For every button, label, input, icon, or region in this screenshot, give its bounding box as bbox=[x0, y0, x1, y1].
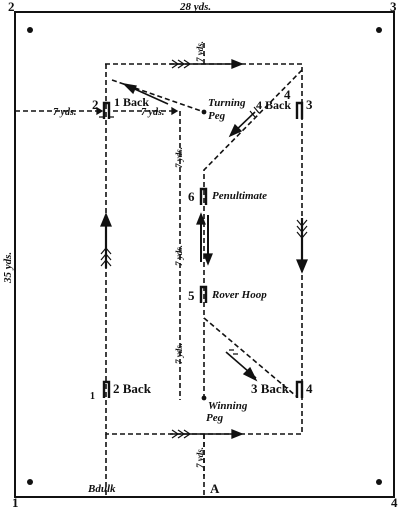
measure-top-vertical-label: 7 yds. bbox=[195, 41, 205, 62]
start-label: A bbox=[210, 481, 220, 496]
hoop-rover bbox=[199, 285, 208, 303]
baulk-label: Bdulk bbox=[87, 483, 116, 495]
hoop-4-back-label: 4 Back bbox=[256, 98, 291, 112]
measure-middle-center-label: 7 yds. bbox=[174, 245, 184, 266]
measure-hoop-peg-label: 7 yds. bbox=[141, 107, 164, 118]
hoop-2-side-number: 1 bbox=[90, 391, 95, 402]
hoop-1-back bbox=[99, 101, 114, 119]
winning-peg-label: Winning bbox=[208, 400, 248, 412]
arrow-left-upward bbox=[100, 212, 112, 268]
corner-label-top-left: 2 bbox=[8, 0, 15, 14]
corner-peg-bottom-left bbox=[27, 479, 33, 485]
turning-peg-marker bbox=[201, 109, 207, 115]
hoop-2-back bbox=[102, 380, 111, 398]
arrow-right-downward bbox=[296, 218, 308, 274]
corner-label-bottom-right: 4 bbox=[391, 495, 398, 510]
corner-label-bottom-left: 1 bbox=[12, 495, 19, 510]
measure-arrowhead-right bbox=[171, 106, 179, 116]
winning-peg-marker bbox=[201, 395, 207, 401]
corner-peg-top-left bbox=[27, 27, 33, 33]
winning-peg-label-2: Peg bbox=[206, 412, 224, 424]
hoop-3-back-number: 4 bbox=[306, 381, 313, 396]
measure-upper-center-label: 7 yds. bbox=[174, 147, 184, 168]
court-width-label: 28 yds. bbox=[179, 1, 211, 13]
arrow-turning-diagonal bbox=[122, 83, 169, 105]
measure-bottom-vertical-label: 7 yds. bbox=[195, 447, 205, 468]
corner-peg-top-right bbox=[376, 27, 382, 33]
arrow-bottom-right bbox=[170, 429, 244, 439]
hoop-rover-number: 5 bbox=[188, 288, 195, 303]
hoop-3-back-label: 3 Back bbox=[251, 381, 290, 396]
hoop-penultimate bbox=[199, 187, 208, 205]
hoop-1-back-label: 1 Back bbox=[114, 95, 149, 109]
hoop-4-back-number: 3 bbox=[306, 97, 313, 112]
hoop-penultimate-number: 6 bbox=[188, 189, 195, 204]
court-length-label: 35 yds. bbox=[2, 252, 14, 284]
measure-left-label: 7 yds. bbox=[53, 107, 76, 118]
hoop-4-back-right bbox=[295, 101, 304, 119]
arrow-center-double bbox=[196, 212, 213, 266]
court-boundary bbox=[14, 11, 395, 498]
arrow-upper-diagonal bbox=[228, 106, 260, 138]
measure-lower-center-label: 7 yds. bbox=[174, 343, 184, 364]
arrow-lower-diagonal bbox=[225, 349, 258, 382]
path-center-upper-diagonal bbox=[203, 69, 303, 397]
corner-label-top-right: 3 bbox=[390, 0, 397, 14]
arrow-top-right bbox=[170, 59, 244, 69]
hoop-rover-label: Rover Hoop bbox=[211, 289, 267, 301]
hoop-2-back-label: 2 Back bbox=[113, 381, 152, 396]
measure-arrowhead-left bbox=[96, 106, 104, 116]
corner-peg-bottom-right bbox=[376, 479, 382, 485]
hoop-4-top-number: 4 bbox=[284, 87, 291, 102]
hoop-penultimate-label: Penultimate bbox=[212, 190, 267, 202]
turning-peg-label: Turning bbox=[208, 97, 246, 109]
hoop-3-back-right bbox=[295, 380, 304, 398]
turning-peg-label-2: Peg bbox=[208, 110, 226, 122]
hoop-1-back-number: 2 bbox=[92, 97, 99, 112]
